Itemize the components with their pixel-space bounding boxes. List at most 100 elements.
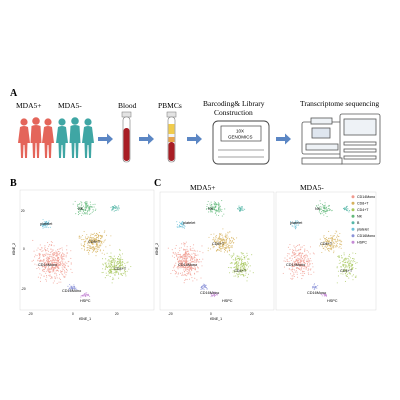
- scatter-point: [247, 266, 250, 268]
- scatter-point: [81, 244, 83, 247]
- scatter-point: [242, 264, 244, 266]
- scatter-point: [179, 265, 181, 267]
- scatter-point: [330, 237, 332, 239]
- scatter-point: [221, 243, 223, 245]
- scatter-point: [190, 254, 192, 256]
- scatter-point: [113, 210, 115, 212]
- scatter-point: [46, 222, 48, 224]
- scatter-point: [112, 272, 114, 274]
- scatter-point: [215, 236, 217, 239]
- scatter-point: [292, 250, 295, 252]
- scatter-point: [47, 262, 49, 264]
- scatter-point: [52, 253, 54, 255]
- scatter-point: [223, 251, 226, 253]
- scatter-point: [322, 244, 324, 246]
- scatter-point: [308, 265, 310, 267]
- scatter-point: [291, 278, 293, 280]
- scatter-point: [183, 227, 185, 229]
- scatter-point: [348, 264, 350, 266]
- scatter-point: [337, 239, 339, 241]
- scatter-point: [212, 205, 214, 208]
- scatter-point: [45, 263, 47, 265]
- scatter-point: [293, 261, 295, 263]
- scatter-point: [210, 206, 212, 208]
- legend-label: platelet: [357, 228, 369, 232]
- scatter-point: [208, 206, 210, 209]
- scatter-point: [37, 247, 39, 249]
- scatter-point: [184, 265, 186, 267]
- scatter-point: [232, 271, 234, 273]
- scatter-point: [97, 241, 99, 243]
- scatter-point: [175, 253, 177, 255]
- scatter-point: [225, 238, 227, 240]
- scatter-point: [233, 241, 235, 244]
- scatter-point: [181, 274, 183, 276]
- scatter-point: [118, 207, 120, 209]
- scatter-point: [116, 270, 118, 272]
- scatter-point: [219, 234, 221, 236]
- scatter-point: [236, 260, 238, 263]
- scatter-point: [350, 260, 352, 262]
- scatter-point: [181, 243, 183, 245]
- scatter-point: [61, 273, 63, 275]
- scatter-point: [191, 259, 194, 261]
- scatter-point: [114, 260, 117, 262]
- scatter-point: [115, 206, 117, 208]
- scatter-point: [43, 262, 45, 264]
- scatter-point: [332, 247, 334, 249]
- scatter-point: [117, 262, 119, 264]
- scatter-point: [323, 247, 325, 249]
- scatter-point: [207, 201, 209, 203]
- scatter-point: [60, 256, 62, 258]
- scatter-point: [337, 236, 339, 238]
- scatter-point: [246, 261, 249, 263]
- scatter-point: [88, 236, 90, 238]
- scatter-point: [32, 259, 35, 261]
- scatter-point: [91, 251, 93, 253]
- scatter-point: [122, 259, 124, 261]
- scatter-point: [53, 259, 55, 261]
- scatter-point: [235, 267, 237, 269]
- scatter-point: [244, 264, 246, 266]
- scatter-point: [177, 252, 179, 254]
- scatter-point: [210, 233, 212, 236]
- scatter-point: [240, 252, 242, 254]
- scatter-point: [76, 289, 78, 291]
- scatter-point: [78, 208, 80, 211]
- scatter-point: [208, 207, 210, 209]
- scatter-point: [49, 252, 51, 254]
- tsne-c1-label-cd14: CD14Mono: [178, 263, 197, 267]
- scatter-point: [236, 262, 238, 264]
- scatter-point: [183, 270, 185, 272]
- scatter-point: [312, 287, 314, 289]
- scatter-point: [213, 238, 215, 240]
- scatter-point: [83, 231, 85, 233]
- scatter-point: [217, 202, 219, 204]
- scatter-point: [85, 201, 87, 203]
- scatter-point: [110, 260, 112, 262]
- scatter-point: [296, 254, 298, 257]
- scatter-point: [338, 235, 340, 237]
- scatter-point: [43, 258, 45, 260]
- scatter-point: [220, 250, 222, 252]
- tsne-cloud-b: [31, 200, 132, 298]
- scatter-point: [58, 262, 60, 264]
- scatter-point: [216, 249, 218, 251]
- scatter-point: [98, 231, 100, 234]
- scatter-point: [48, 245, 50, 247]
- scatter-point: [317, 204, 319, 206]
- scatter-point: [352, 266, 354, 269]
- scatter-point: [182, 222, 184, 224]
- scatter-point: [293, 269, 296, 271]
- scatter-point: [196, 271, 198, 273]
- scatter-point: [84, 244, 86, 246]
- scatter-point: [247, 273, 249, 275]
- scatter-point: [108, 256, 110, 258]
- scatter-point: [114, 204, 116, 207]
- scatter-point: [213, 233, 215, 235]
- scatter-point: [230, 237, 233, 239]
- scatter-point: [233, 263, 236, 265]
- scatter-point: [110, 263, 112, 265]
- scatter-point: [92, 246, 94, 248]
- arrow-1: [98, 133, 113, 145]
